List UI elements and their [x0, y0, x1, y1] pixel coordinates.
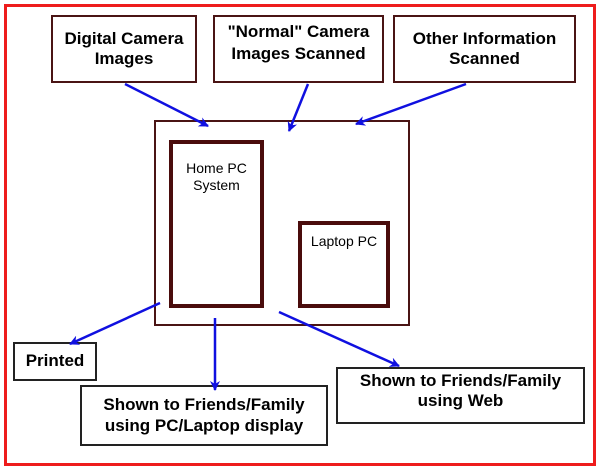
output-label-line: using PC/Laptop display	[104, 415, 304, 435]
home-pc-label-line: System	[193, 176, 240, 193]
output-label-line: Printed	[25, 351, 85, 371]
source-label-line: Scanned	[449, 49, 520, 68]
source-other-information-scanned: Other Information Scanned	[393, 15, 576, 83]
diagram-frame	[4, 4, 596, 466]
output-shown-pc-laptop-display: Shown to Friends/Family using PC/Laptop …	[80, 385, 328, 446]
source-normal-camera-images-scanned: "Normal" Camera Images Scanned	[213, 15, 384, 83]
source-label-line: Other Information	[412, 28, 557, 48]
source-label-line: Digital Camera	[64, 28, 184, 48]
source-label-line: Images Scanned	[231, 44, 366, 64]
source-label-line: Images	[94, 49, 154, 68]
output-printed: Printed	[13, 342, 97, 381]
home-pc-system-box: Home PC System	[169, 140, 264, 308]
source-digital-camera-images: Digital Camera Images	[51, 15, 197, 83]
output-label-line: using Web	[417, 391, 504, 411]
output-shown-web: Shown to Friends/Family using Web	[336, 367, 585, 424]
output-label-line: Shown to Friends/Family	[359, 371, 562, 390]
output-label-line: Shown to Friends/Family	[103, 395, 305, 415]
laptop-pc-box: Laptop PC	[298, 221, 390, 308]
laptop-label: Laptop PC	[310, 233, 378, 249]
home-pc-label-line: Home PC	[186, 160, 247, 176]
source-label-line: "Normal" Camera	[227, 22, 370, 41]
